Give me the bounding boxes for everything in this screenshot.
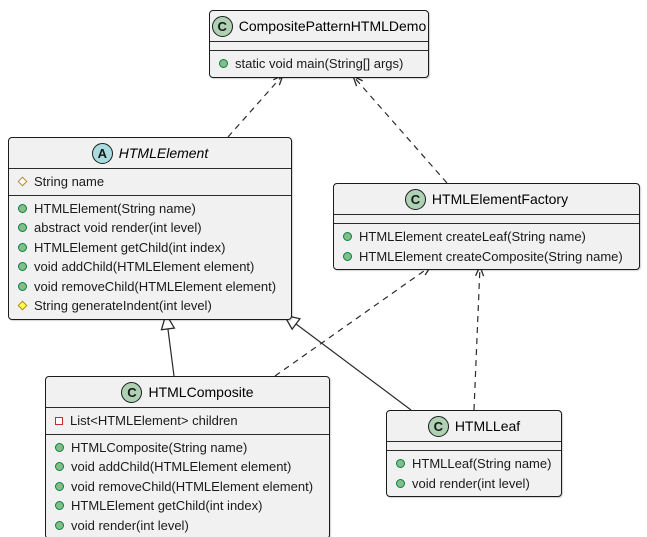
- class-box-compositepatternhtmldemo: C CompositePatternHTMLDemo static void m…: [209, 10, 429, 78]
- member-text: void removeChild(HTMLElement element): [71, 478, 314, 494]
- member-text: String name: [34, 174, 105, 190]
- member-row: abstract void render(int level): [9, 218, 291, 238]
- edge-htmlelement-to-demo: [227, 73, 285, 138]
- class-title: A HTMLElement: [9, 138, 291, 168]
- edge-leaf-to-htmlelement: [282, 314, 412, 411]
- member-text: abstract void render(int level): [34, 220, 202, 236]
- abstract-class-icon: A: [91, 142, 113, 164]
- member-text: void render(int level): [412, 475, 530, 491]
- protected-method-icon: [17, 300, 28, 311]
- member-row: void removeChild(HTMLElement element): [46, 477, 329, 497]
- member-text: HTMLElement createLeaf(String name): [359, 229, 586, 245]
- public-method-icon: [18, 262, 27, 272]
- member-text: List<HTMLElement> children: [70, 413, 238, 429]
- public-method-icon: [55, 501, 64, 511]
- member-text: HTMLComposite(String name): [71, 439, 248, 455]
- public-method-icon: [18, 203, 27, 213]
- member-text: HTMLElement createComposite(String name): [359, 248, 623, 264]
- class-box-htmlleaf: C HTMLLeaf HTMLLeaf(String name) void ren…: [386, 410, 562, 497]
- class-title: C HTMLComposite: [46, 377, 329, 407]
- member-row: static void main(String[] args): [210, 54, 428, 74]
- fields-compartment: [210, 41, 428, 50]
- edge-composite-to-htmlelement: [160, 312, 176, 377]
- fields-compartment: String name: [9, 168, 291, 195]
- class-icon: C: [427, 415, 449, 437]
- member-text: HTMLElement getChild(int index): [34, 239, 226, 255]
- class-icon: C: [211, 15, 233, 37]
- protected-field-icon: [17, 176, 28, 187]
- member-text: void addChild(HTMLElement element): [34, 259, 255, 275]
- class-title: C CompositePatternHTMLDemo: [210, 11, 428, 41]
- member-text: HTMLElement getChild(int index): [71, 498, 263, 514]
- class-box-htmlelementfactory: C HTMLElementFactory HTMLElement createL…: [333, 183, 640, 270]
- class-title: C HTMLElementFactory: [334, 184, 639, 214]
- member-text: HTMLElement(String name): [34, 200, 196, 216]
- public-method-icon: [343, 232, 352, 242]
- public-method-icon: [18, 242, 27, 252]
- member-row: HTMLElement getChild(int index): [46, 496, 329, 516]
- class-box-htmlcomposite: C HTMLComposite List<HTMLElement> childr…: [45, 376, 330, 537]
- methods-compartment: HTMLElement createLeaf(String name) HTMLE…: [334, 223, 639, 269]
- private-field-icon: [55, 416, 63, 425]
- member-row: HTMLElement getChild(int index): [9, 238, 291, 258]
- public-method-icon: [343, 251, 352, 261]
- member-text: HTMLLeaf(String name): [412, 456, 552, 472]
- public-method-icon: [396, 459, 405, 469]
- member-row: void removeChild(HTMLElement element): [9, 277, 291, 297]
- member-text: void render(int level): [71, 517, 189, 533]
- public-method-icon: [55, 481, 64, 491]
- edge-factory-to-demo: [351, 74, 448, 184]
- class-title: C HTMLLeaf: [387, 411, 561, 441]
- class-icon: C: [121, 381, 143, 403]
- member-text: String generateIndent(int level): [34, 298, 212, 314]
- class-icon: C: [404, 188, 426, 210]
- member-row: HTMLComposite(String name): [46, 438, 329, 458]
- class-name: HTMLElementFactory: [431, 191, 569, 207]
- fields-compartment: [334, 214, 639, 223]
- public-method-icon: [55, 520, 64, 530]
- fields-compartment: List<HTMLElement> children: [46, 407, 329, 434]
- public-method-icon: [55, 462, 64, 472]
- methods-compartment: HTMLElement(String name) abstract void re…: [9, 194, 291, 319]
- methods-compartment: HTMLComposite(String name) void addChild(…: [46, 433, 329, 537]
- member-row: void render(int level): [46, 516, 329, 536]
- member-row: List<HTMLElement> children: [46, 411, 329, 431]
- member-row: void addChild(HTMLElement element): [46, 457, 329, 477]
- member-text: void addChild(HTMLElement element): [71, 459, 292, 475]
- class-name: HTMLElement: [118, 145, 209, 161]
- member-row: HTMLElement(String name): [9, 199, 291, 219]
- member-row: void render(int level): [387, 474, 561, 494]
- edge-composite-to-factory: [274, 264, 433, 377]
- fields-compartment: [387, 441, 561, 450]
- member-row: String generateIndent(int level): [9, 296, 291, 316]
- public-method-icon: [18, 223, 27, 233]
- member-row: HTMLElement createComposite(String name): [334, 247, 639, 267]
- public-method-icon: [55, 442, 64, 452]
- class-name: HTMLLeaf: [454, 418, 521, 434]
- class-name: HTMLComposite: [148, 384, 254, 400]
- class-name: CompositePatternHTMLDemo: [238, 18, 427, 34]
- methods-compartment: static void main(String[] args): [210, 50, 428, 77]
- member-row: String name: [9, 172, 291, 192]
- member-text: static void main(String[] args): [235, 56, 404, 72]
- public-method-icon: [219, 59, 228, 69]
- member-text: void removeChild(HTMLElement element): [34, 278, 277, 294]
- edge-leaf-to-factory: [473, 264, 485, 411]
- member-row: void addChild(HTMLElement element): [9, 257, 291, 277]
- class-box-htmlelement: A HTMLElement String name HTMLElement(St…: [8, 137, 292, 320]
- public-method-icon: [396, 478, 405, 488]
- member-row: HTMLElement createLeaf(String name): [334, 227, 639, 247]
- methods-compartment: HTMLLeaf(String name) void render(int lev…: [387, 450, 561, 496]
- member-row: HTMLLeaf(String name): [387, 454, 561, 474]
- public-method-icon: [18, 281, 27, 291]
